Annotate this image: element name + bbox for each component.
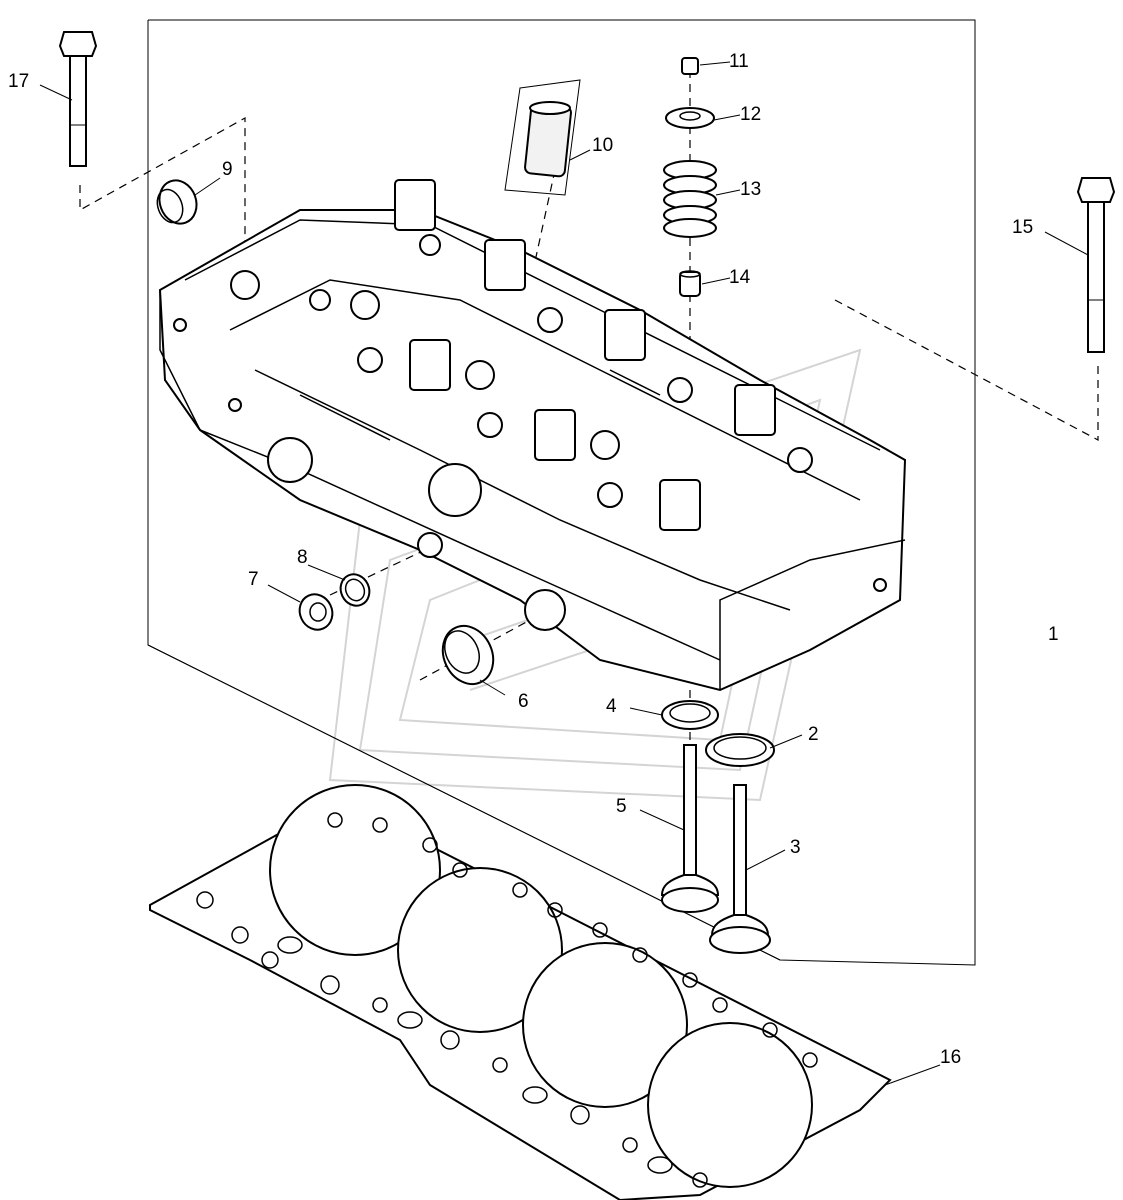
- callout-8: 8: [297, 547, 308, 568]
- callout-15: 15: [1012, 217, 1033, 238]
- valve-3: [709, 784, 771, 954]
- callout-2: 2: [808, 724, 819, 745]
- seat-ring-4: [661, 700, 719, 730]
- bolt-17: [58, 31, 98, 167]
- plug-9: [156, 179, 198, 225]
- callout-6: 6: [518, 691, 529, 712]
- callout-9: 9: [222, 159, 233, 180]
- valve-5: [660, 744, 720, 913]
- callout-17: 17: [8, 71, 29, 92]
- callout-7: 7: [248, 569, 259, 590]
- cylinder-head: [158, 179, 907, 692]
- callout-4: 4: [606, 696, 617, 717]
- callout-labels: 1 2 3 4 5 6 7 8 9 10 11 12 13 14 15 16 1…: [8, 51, 1059, 1068]
- ring-6: [441, 624, 495, 686]
- head-gasket-16: [149, 784, 892, 1200]
- callout-5: 5: [616, 796, 627, 817]
- callout-13: 13: [740, 179, 761, 200]
- leader-lines: [39, 61, 1089, 1086]
- callout-11: 11: [729, 51, 749, 72]
- callout-10: 10: [592, 135, 613, 156]
- valve-seal-14: [679, 270, 701, 297]
- bolt-15: [1076, 177, 1116, 353]
- callout-1: 1: [1048, 624, 1059, 645]
- sleeve-10: [504, 79, 581, 196]
- callout-12: 12: [740, 104, 761, 125]
- o-ring-8: [339, 573, 371, 607]
- seat-ring-2: [705, 733, 775, 767]
- valve-spring-13: [663, 160, 717, 238]
- callout-14: 14: [729, 267, 751, 288]
- valve-keeper-11: [681, 57, 699, 75]
- spring-retainer-12: [665, 107, 715, 129]
- callout-3: 3: [790, 837, 801, 858]
- callout-16: 16: [940, 1047, 961, 1068]
- plug-7: [298, 593, 334, 631]
